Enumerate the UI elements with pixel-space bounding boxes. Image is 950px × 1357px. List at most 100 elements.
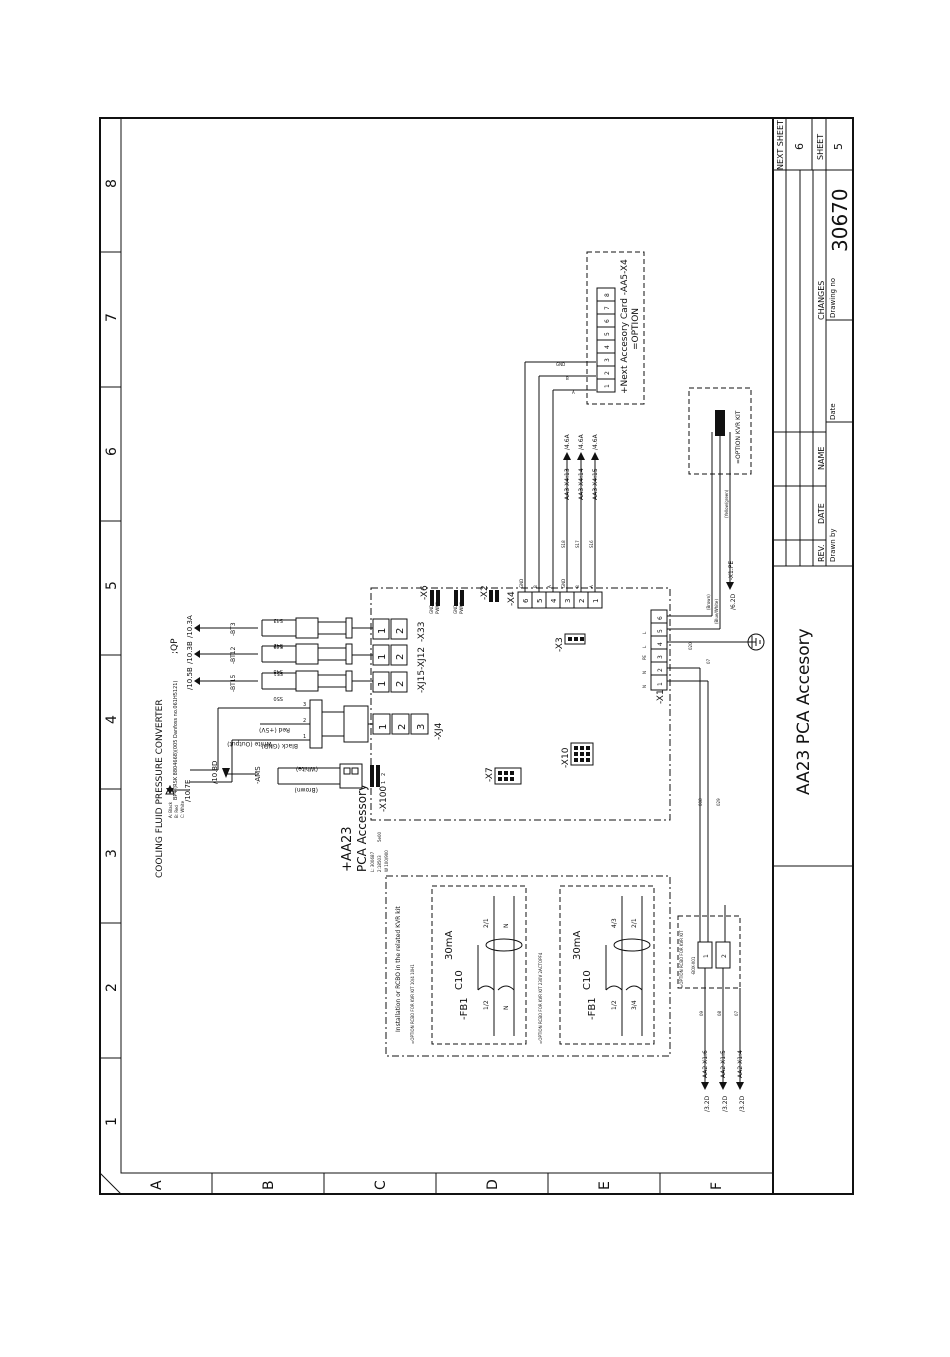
svg-text:S43: S43 [273, 617, 283, 623]
svg-text:GND: GND [429, 605, 434, 614]
col-label-5: 5 [104, 581, 120, 590]
svg-text:1/2: 1/2 [483, 1000, 490, 1010]
svg-text:3: 3 [303, 702, 306, 708]
svg-text:B: B [566, 376, 569, 381]
svg-text:30mA: 30mA [572, 931, 583, 960]
changes-label: CHANGES [817, 281, 826, 320]
drawing-number-label: Drawing no [829, 278, 837, 318]
svg-text:/4.6A: /4.6A [592, 433, 599, 450]
svg-text:=OPTION RCBO FOR KVR KIT 230V: =OPTION RCBO FOR KVR KIT 230V 2ACTOPF4 [538, 952, 543, 1044]
connector-x33[interactable]: 1 2 -X33 [372, 618, 427, 642]
svg-text:(Yellow/green): (Yellow/green) [724, 489, 729, 518]
drawing-title: AA23 PCA Accesory [794, 628, 814, 795]
svg-text:6: 6 [657, 616, 664, 620]
row-dividers [99, 1172, 661, 1195]
svg-text:6: 6 [522, 598, 530, 603]
svg-text:N: N [503, 1006, 510, 1011]
connector-x4[interactable]: -X4 6 5 4 3 2 1 GND B A GND B A [507, 579, 603, 609]
svg-text:GND: GND [561, 579, 566, 588]
sensor-wire-black: Black (GND) [261, 742, 298, 749]
svg-text:2: 2 [578, 599, 586, 603]
svg-text:-FB1: -FB1 [459, 997, 470, 1020]
svg-text:4: 4 [657, 642, 664, 646]
next-card-title: +Next Accesory Card -AA5-X4 [620, 259, 630, 394]
bt-sensor-bt12: /10.3B -BT12 S49 S48 [186, 641, 353, 674]
date2-label: Date [829, 403, 837, 420]
svg-text:-X4: -X4 [507, 591, 517, 606]
svg-text:S16: S16 [589, 540, 594, 548]
svg-text:1: 1 [604, 384, 611, 388]
svg-text:GND: GND [556, 362, 565, 367]
connector-xj4[interactable]: 1 2 3 -XJ4 [372, 713, 444, 740]
pca-info: L: 300687 2:18503 5e00 W 100/900 [370, 831, 389, 872]
svg-text:1/2: 1/2 [611, 1000, 618, 1010]
svg-text:2: 2 [395, 628, 406, 634]
pressure-converter: COOLING FLUID PRESSURE CONVERTER BP4 (RS… [155, 638, 369, 878]
svg-text:-XJ15-XJ12: -XJ15-XJ12 [417, 647, 427, 693]
svg-text:5: 5 [536, 599, 544, 603]
ams-sensor: /10.8D -AMS (White) (Brown) 1 2 -X100 [211, 761, 389, 812]
svg-text:2: 2 [303, 718, 306, 724]
connector-x10[interactable]: -X10 [561, 742, 594, 768]
rcbo-outer-note: Installation or RCBO in the related KVR … [395, 906, 402, 1032]
svg-text:/3.2D: /3.2D [704, 1095, 711, 1112]
sensor-wire-red: Red (+5V) [259, 726, 290, 733]
svg-text:7: 7 [604, 306, 611, 310]
svg-text:029: 029 [716, 798, 721, 806]
next-card-option: =OPTION [631, 308, 641, 350]
svg-text:2: 2 [397, 724, 408, 730]
svg-text:3: 3 [604, 358, 611, 362]
bt-sensor-bt3: /10.3A -BT3 S43 S42 [186, 615, 353, 648]
svg-text:/10.5B: /10.5B [186, 667, 194, 690]
svg-text:-BT3: -BT3 [230, 622, 237, 636]
svg-text:(Brown): (Brown) [706, 594, 711, 610]
pca-board-outline [370, 587, 671, 821]
svg-text:1: 1 [657, 682, 664, 686]
connector-x3[interactable]: -X3 [555, 633, 586, 652]
svg-text:S17: S17 [575, 540, 580, 548]
svg-text:=OPTION KVR KIT: =OPTION KVR KIT [735, 410, 742, 464]
svg-text:1: 1 [303, 734, 306, 740]
svg-text:PE: PE [642, 655, 647, 660]
svg-text:A: A [589, 585, 594, 588]
svg-text:2: 2 [381, 773, 387, 776]
drawn-by-label: Drawn by [829, 528, 837, 562]
svg-text:2/1: 2/1 [483, 918, 490, 928]
svg-text:2: 2 [721, 954, 728, 958]
svg-text:S51: S51 [273, 670, 283, 676]
connector-x2[interactable]: -X2 GND PWM1 [453, 585, 499, 614]
connector-x7[interactable]: -X7 [485, 767, 522, 785]
next-card-wire-labels: GND B A [556, 362, 575, 395]
sheet-label: SHEET [816, 134, 825, 160]
svg-text:08: 08 [717, 1010, 722, 1016]
connector-xj15-xj12[interactable]: 1 2 -XJ15-XJ12 [372, 644, 427, 693]
row-label-d: D [485, 1179, 501, 1190]
svg-text:S42: S42 [273, 642, 283, 648]
connector-x1[interactable]: -X1 1 2 3 4 5 6 N N PE L L [642, 609, 668, 704]
svg-text:/4.6A: /4.6A [578, 433, 585, 450]
svg-text:B: B [575, 585, 580, 588]
svg-text:S50: S50 [273, 695, 283, 701]
connector-bt15[interactable]: 1 2 [372, 671, 408, 693]
column-labels: 1 2 3 4 5 6 7 8 [104, 179, 120, 1126]
svg-text:-AA2-X1:5: -AA2-X1:5 [720, 1050, 727, 1080]
svg-text:L: L [642, 631, 647, 634]
svg-text:GND: GND [453, 605, 458, 614]
svg-text:5e00: 5e00 [377, 831, 382, 842]
connector-x6[interactable]: -X6 GND PWM1 [420, 585, 440, 614]
ams-tag: -AMS [254, 766, 262, 784]
rcbo-unit-2: =OPTION RCBO FOR KVR KIT 230V 2ACTOPF4 -… [538, 885, 655, 1045]
svg-text:A: A [572, 390, 575, 395]
svg-text:07: 07 [706, 658, 711, 664]
svg-text:-X6: -X6 [420, 585, 430, 600]
sensor-title: COOLING FLUID PRESSURE CONVERTER [155, 699, 165, 878]
svg-text:-X1: -X1 [656, 689, 666, 704]
svg-text:008: 008 [698, 798, 703, 806]
svg-text:2: 2 [657, 668, 664, 672]
svg-text:07: 07 [734, 1010, 739, 1016]
svg-text:-X10: -X10 [561, 747, 571, 768]
next-sheet-value: 6 [793, 143, 806, 150]
svg-text:020: 020 [688, 642, 693, 650]
svg-text:/10.3A: /10.3A [186, 615, 194, 638]
kvr-terminal[interactable]: =OPTION RCBO FOR KVR KIT -BOX-X01 1 2 [677, 915, 741, 989]
